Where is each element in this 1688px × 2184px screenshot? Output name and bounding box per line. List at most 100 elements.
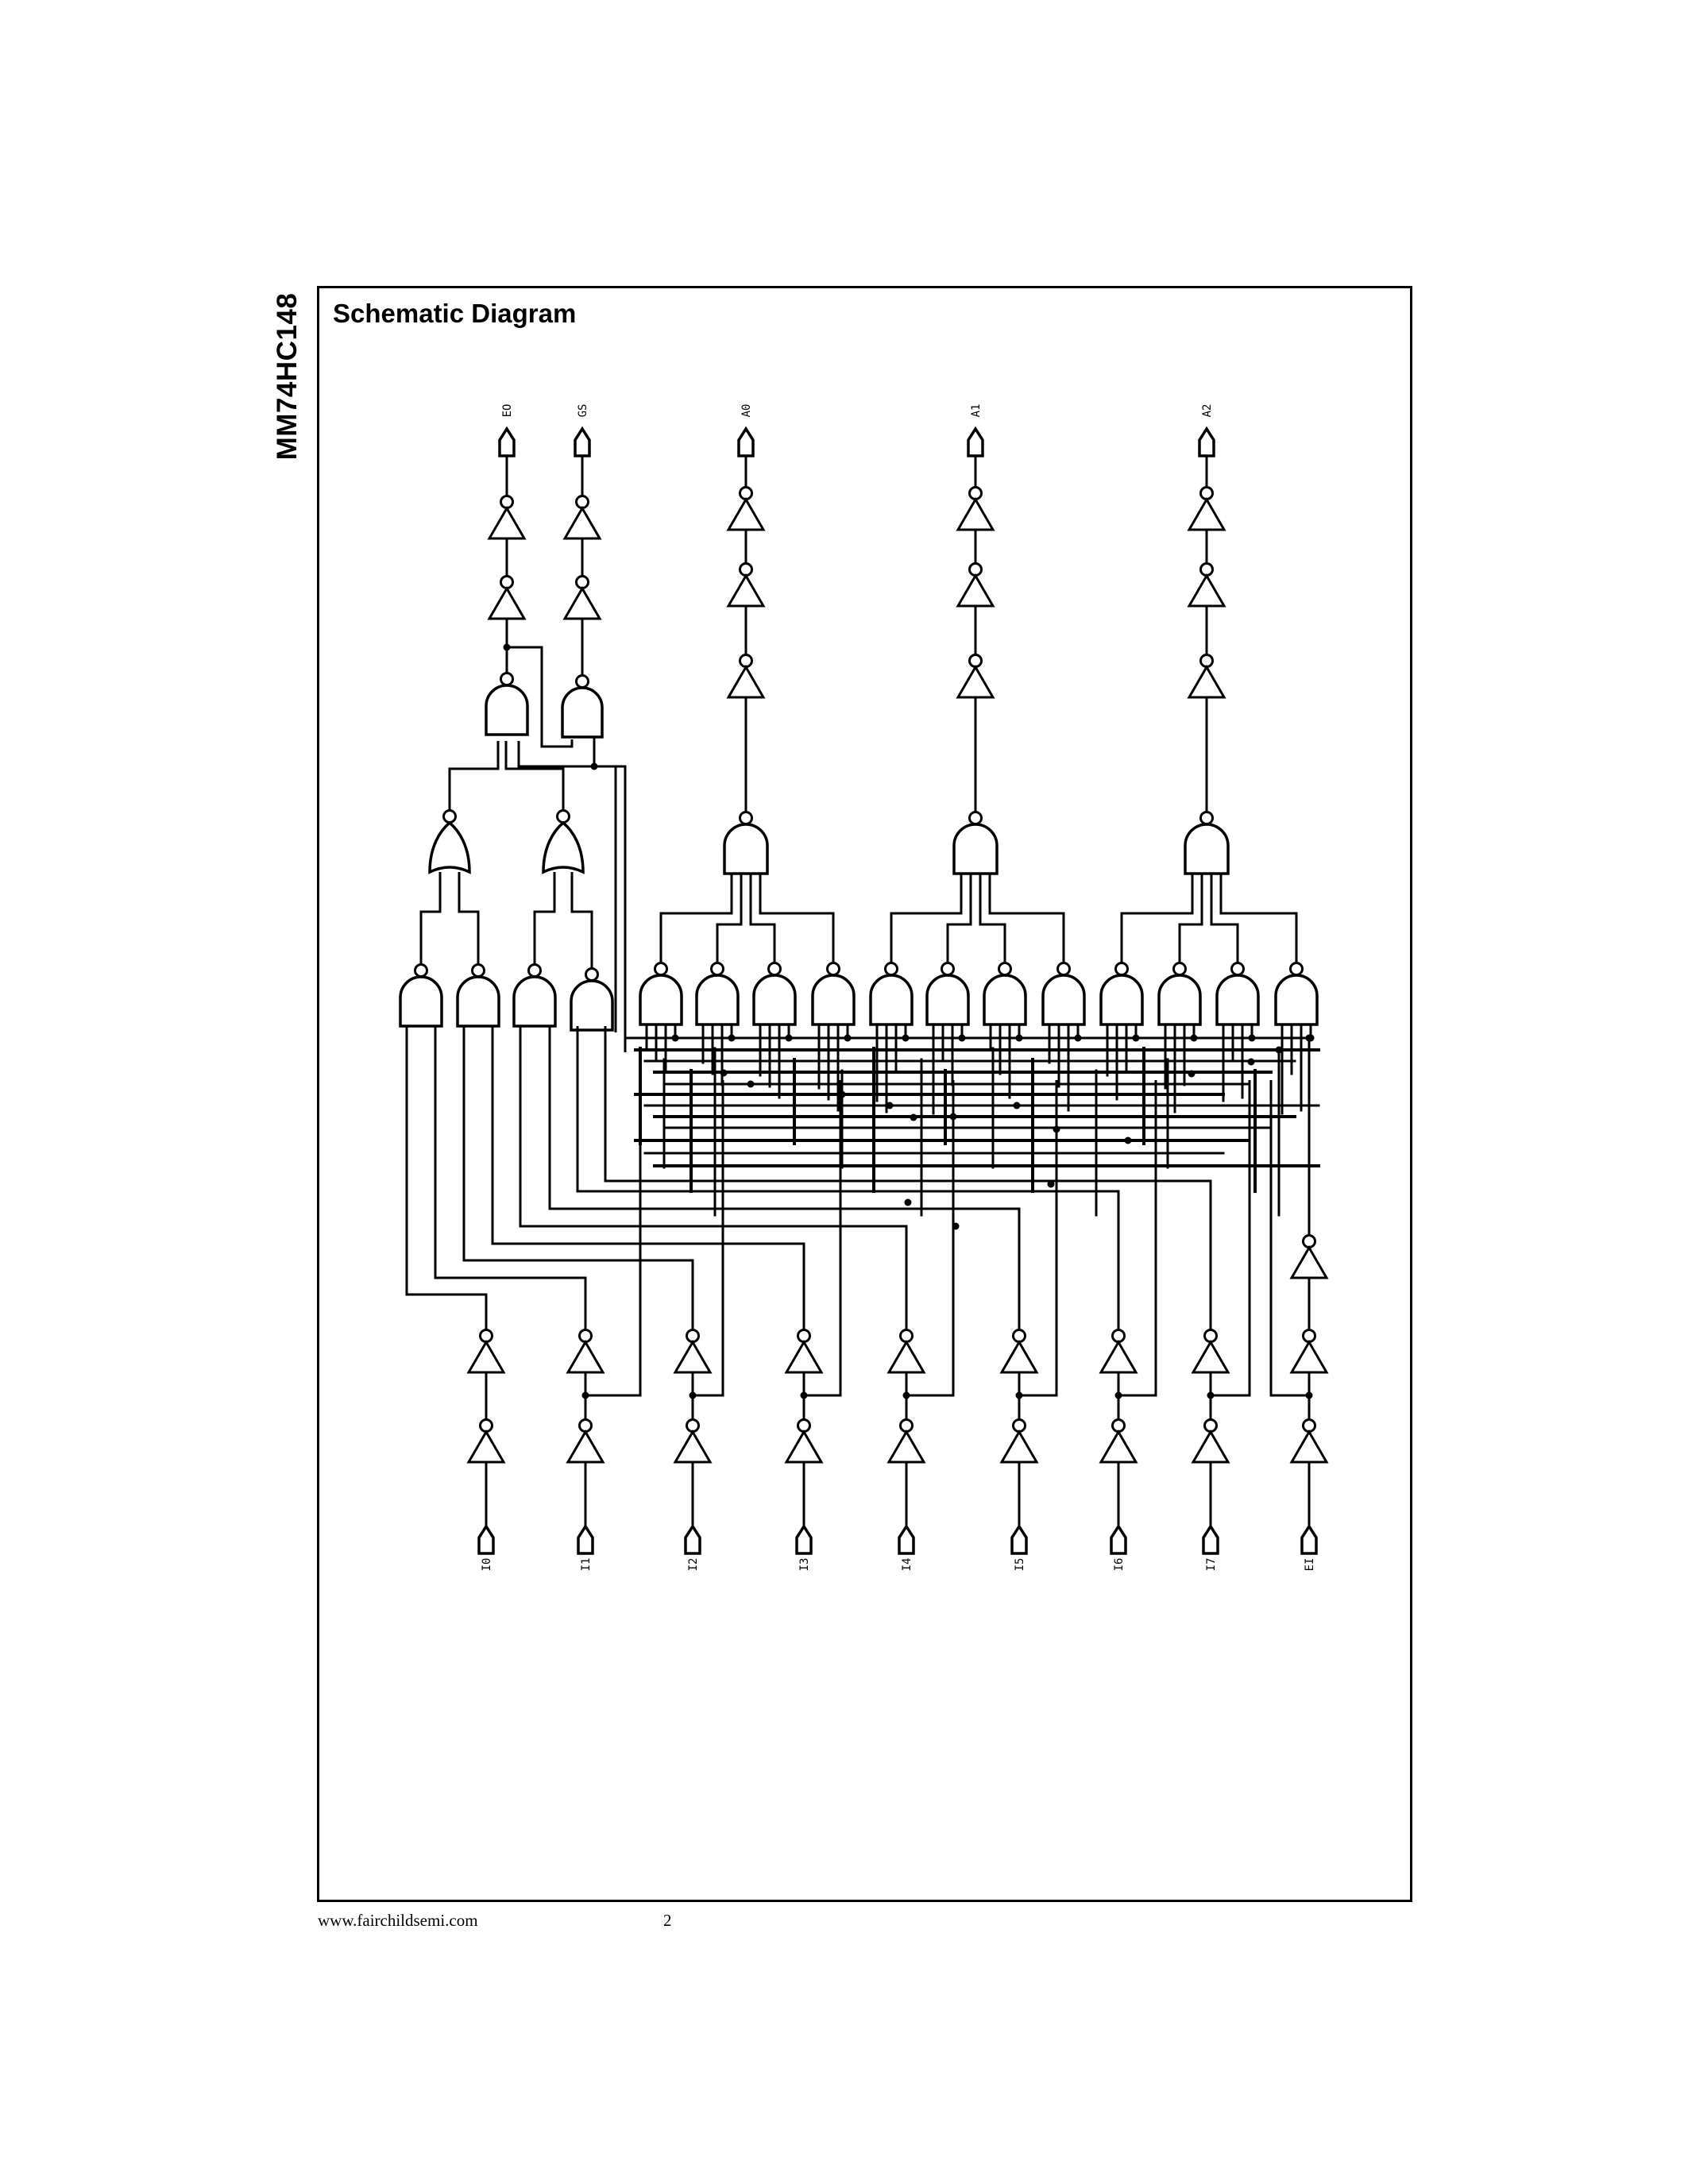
pin-label: EO xyxy=(501,404,514,418)
wire xyxy=(1120,874,1194,963)
pin-label: I7 xyxy=(1205,1558,1218,1572)
pin-label: GS xyxy=(577,404,589,418)
pin-label: I3 xyxy=(798,1558,811,1572)
wire xyxy=(1118,1080,1157,1397)
nand-gate-icon xyxy=(752,974,797,1026)
inverter-gate-icon xyxy=(726,665,766,699)
inverter-gate-icon xyxy=(566,1430,605,1464)
nor-gate-icon xyxy=(542,820,585,874)
inversion-bubble xyxy=(414,963,428,978)
inverter-gate-icon xyxy=(566,1340,605,1374)
nand-gate-icon xyxy=(1099,974,1144,1026)
inverter-gate-icon xyxy=(999,1340,1039,1374)
junction-dot xyxy=(1307,1034,1315,1042)
inverter-gate-icon xyxy=(886,1430,926,1464)
wire xyxy=(906,1080,955,1397)
nand-gate-icon xyxy=(695,974,740,1026)
wire xyxy=(434,1026,587,1329)
inversion-bubble xyxy=(1289,962,1304,976)
pin-connector-icon xyxy=(1110,1523,1127,1555)
wire xyxy=(988,874,1065,963)
inverter-gate-icon xyxy=(1191,1430,1230,1464)
inverter-gate-icon xyxy=(562,506,602,540)
nand-gate-icon xyxy=(1215,974,1260,1026)
inversion-bubble xyxy=(710,962,724,976)
nand-gate-icon xyxy=(1184,823,1230,875)
inverter-gate-icon xyxy=(1187,497,1226,531)
junction-dot xyxy=(958,1034,966,1042)
wire xyxy=(604,1026,1212,1329)
inverter-gate-icon xyxy=(487,506,527,540)
nand-gate-icon xyxy=(1274,974,1319,1026)
wire xyxy=(504,741,565,810)
inversion-bubble xyxy=(941,962,955,976)
wire xyxy=(1019,1080,1058,1397)
inverter-gate-icon xyxy=(956,497,995,531)
pin-label: I0 xyxy=(481,1558,493,1572)
wire xyxy=(462,1026,694,1329)
junction-dot xyxy=(844,1034,852,1042)
nand-gate-icon xyxy=(456,975,500,1028)
inversion-bubble xyxy=(654,962,668,976)
pin-label: A0 xyxy=(740,404,753,418)
junction-dot xyxy=(1047,1180,1055,1188)
inversion-bubble xyxy=(1056,962,1071,976)
inversion-bubble xyxy=(556,809,570,824)
inverter-gate-icon xyxy=(1099,1430,1138,1464)
inverter-gate-icon xyxy=(1099,1340,1138,1374)
inverter-gate-icon xyxy=(1289,1430,1329,1464)
inverter-gate-icon xyxy=(784,1430,824,1464)
inversion-bubble xyxy=(1230,962,1245,976)
inverter-gate-icon xyxy=(726,573,766,608)
nand-gate-icon xyxy=(869,974,914,1026)
wire xyxy=(1211,1080,1251,1397)
wire xyxy=(749,874,776,963)
wire xyxy=(585,1080,642,1397)
junction-dot xyxy=(838,1090,846,1098)
wire xyxy=(458,872,480,964)
inverter-gate-icon xyxy=(466,1430,506,1464)
nand-gate-icon xyxy=(1041,974,1086,1026)
junction-dot xyxy=(949,1113,957,1121)
inversion-bubble xyxy=(527,963,542,978)
pin-label: EI xyxy=(1304,1558,1316,1572)
junction-dot xyxy=(1132,1034,1140,1042)
inverter-gate-icon xyxy=(673,1430,713,1464)
junction-dot xyxy=(1275,1046,1283,1054)
inverter-gate-icon xyxy=(784,1340,824,1374)
inverter-gate-icon xyxy=(562,586,602,620)
junction-dot xyxy=(1188,1070,1196,1078)
junction-dot xyxy=(1248,1034,1256,1042)
wire xyxy=(946,874,972,963)
pin-label: I2 xyxy=(687,1558,700,1572)
wire xyxy=(693,1080,724,1397)
inverter-gate-icon xyxy=(956,573,995,608)
footer-website-link[interactable]: www.fairchildsemi.com xyxy=(318,1911,478,1930)
pin-label: I4 xyxy=(901,1558,914,1572)
pin-connector-icon xyxy=(1010,1523,1028,1555)
inversion-bubble xyxy=(998,962,1012,976)
junction-dot xyxy=(747,1080,755,1088)
pin-label: A1 xyxy=(970,404,983,418)
inversion-bubble xyxy=(575,674,589,689)
pin-label: I6 xyxy=(1113,1558,1126,1572)
inversion-bubble xyxy=(1114,962,1129,976)
nand-gate-icon xyxy=(570,979,614,1032)
inverter-gate-icon xyxy=(1191,1340,1230,1374)
wire xyxy=(979,874,1006,963)
pin-connector-icon xyxy=(898,1523,915,1555)
nand-gate-icon xyxy=(485,684,529,736)
inversion-bubble xyxy=(471,963,485,978)
inverter-gate-icon xyxy=(1289,1245,1329,1279)
wire xyxy=(890,874,963,963)
nand-gate-icon xyxy=(639,974,683,1026)
pin-connector-icon xyxy=(1198,426,1215,457)
pin-connector-icon xyxy=(684,1523,701,1555)
inverter-gate-icon xyxy=(487,586,527,620)
junction-dot xyxy=(886,1102,894,1109)
wire xyxy=(576,1026,1120,1329)
inverter-gate-icon xyxy=(886,1340,926,1374)
nand-gate-icon xyxy=(1157,974,1202,1026)
wire xyxy=(491,1026,805,1329)
wire xyxy=(1269,1080,1309,1397)
